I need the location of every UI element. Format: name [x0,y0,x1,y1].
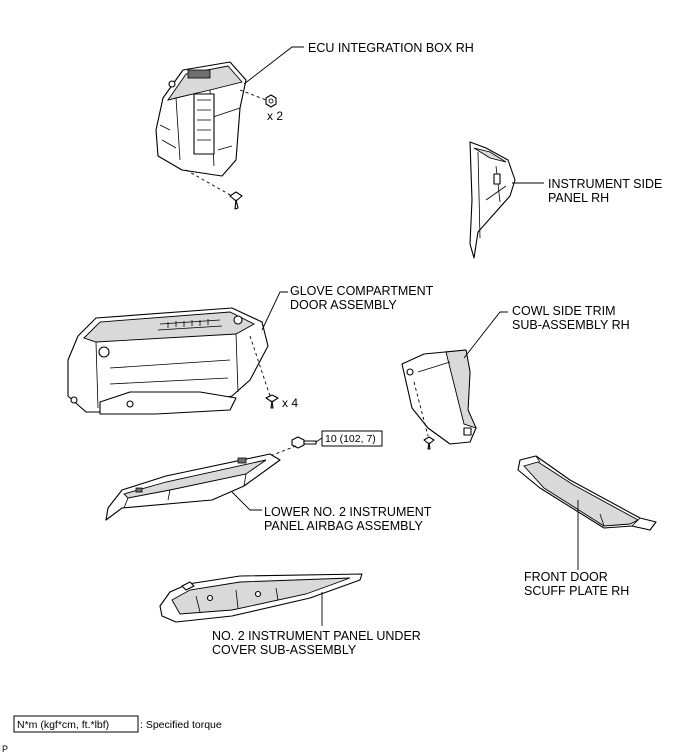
glove-compartment-label: GLOVE COMPARTMENT DOOR ASSEMBLY [290,284,437,312]
glove-label-leader [261,291,288,331]
scuff-plate-label: FRONT DOOR SCUFF PLATE RH [524,570,629,598]
airbag-label-leader [231,491,262,511]
cowl-side-trim-illustration [401,349,477,445]
ecu-nut-illustration [265,94,277,108]
cowl-label-line-2: SUB-ASSEMBLY RH [512,318,630,332]
cowl-clip-illustration [423,436,435,450]
airbag-label-line-1: LOWER NO. 2 INSTRUMENT [264,505,432,519]
airbag-label-line-2: PANEL AIRBAG ASSEMBLY [264,519,424,533]
instrument-side-panel-label: INSTRUMENT SIDE PANEL RH [548,177,666,205]
under-cover-label-line-2: COVER SUB-ASSEMBLY [212,643,357,657]
glove-compartment-illustration [67,307,269,415]
airbag-assembly-label: LOWER NO. 2 INSTRUMENT PANEL AIRBAG ASSE… [264,505,435,533]
cowl-label-line-1: COWL SIDE TRIM [512,304,615,318]
cowl-label-leader [463,311,508,359]
ecu-nut-dashed-leader [239,89,267,101]
ecu-bolt-dashed-leader [185,169,233,197]
glove-screw-illustration [265,394,279,409]
glove-label-line-1: GLOVE COMPARTMENT [290,284,434,298]
ecu-integration-box-label: ECU INTEGRATION BOX RH [308,41,474,55]
airbag-assembly-illustration [105,453,281,521]
legend-torque-box [13,715,139,733]
instrument-side-label-line-2: PANEL RH [548,191,609,205]
ecu-label-leader [243,46,304,85]
airbag-bolt-dashed-leader [269,445,297,457]
under-cover-label: NO. 2 INSTRUMENT PANEL UNDER COVER SUB-A… [212,629,424,657]
glove-label-line-2: DOOR ASSEMBLY [290,298,397,312]
glove-quantity-label: x 4 [282,396,298,410]
torque-spec-box [321,430,383,447]
scuff-label-line-1: FRONT DOOR [524,570,608,584]
legend-description: : Specified torque [140,719,222,731]
ecu-integration-box-illustration [155,61,247,177]
under-cover-label-line-1: NO. 2 INSTRUMENT PANEL UNDER [212,629,421,643]
ecu-bolt-illustration [229,191,243,210]
instrument-side-panel-illustration [469,141,516,259]
scuff-label-line-2: SCUFF PLATE RH [524,584,629,598]
under-cover-illustration [159,573,363,623]
cowl-side-trim-label: COWL SIDE TRIM SUB-ASSEMBLY RH [512,304,630,332]
glove-screw-dashed-leader [249,335,271,397]
airbag-bolt-illustration [291,436,317,449]
legend-torque-unit: N*m (kgf*cm, ft.*lbf) [17,719,109,731]
ecu-quantity-label: x 2 [267,109,283,123]
ecu-label-line-1: ECU INTEGRATION BOX RH [308,41,474,55]
torque-spec-value: 10 (102, 7) [325,433,376,445]
scuff-plate-illustration [517,455,657,531]
instrument-side-label-line-1: INSTRUMENT SIDE [548,177,662,191]
torque-leader [315,437,323,443]
corner-mark: P [2,744,8,754]
